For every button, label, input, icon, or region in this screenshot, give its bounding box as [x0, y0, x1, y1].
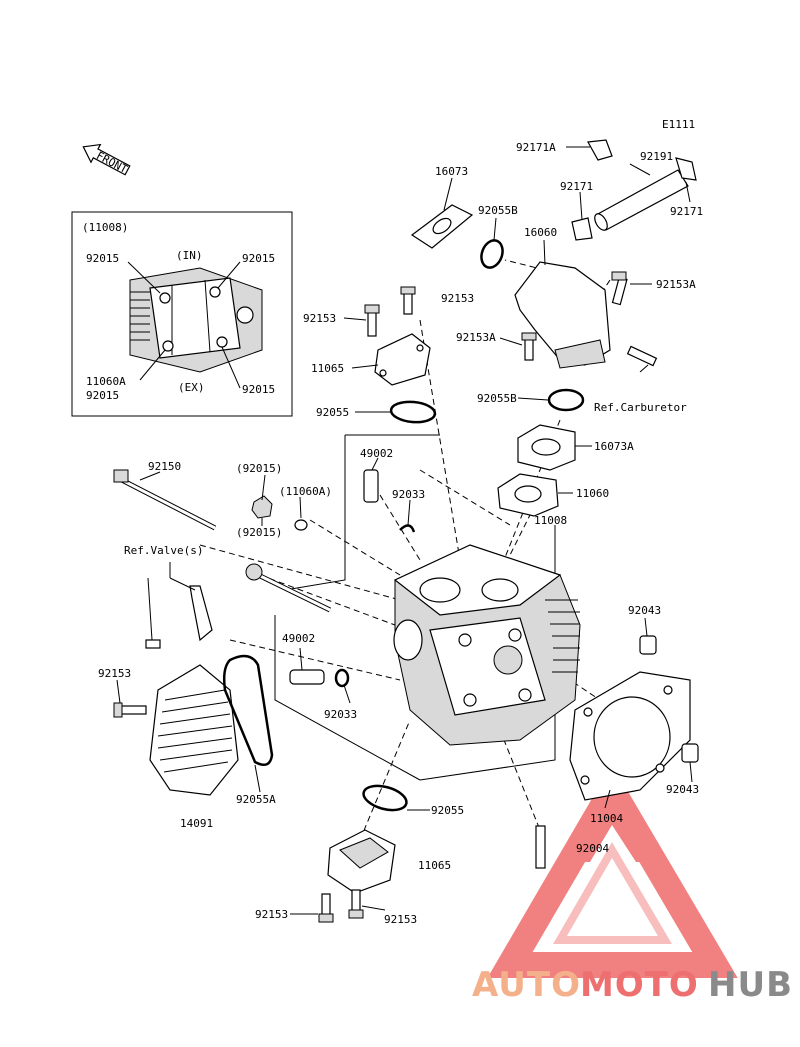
label-92150: 92150 — [148, 460, 181, 473]
inset-label-11060a: 11060A — [86, 375, 126, 388]
stud-92150 — [113, 469, 217, 531]
label-92043-low: 92043 — [666, 783, 699, 796]
bracket-ref-valve — [189, 585, 213, 642]
label-16073a: 16073A — [594, 440, 634, 453]
label-ref-carburetor: Ref.Carburetor — [594, 401, 687, 414]
bolt-92153-lower-left — [113, 702, 147, 718]
label-16060: 16060 — [524, 226, 557, 239]
watermark-text: AUTO MOTO HUB — [472, 965, 793, 1005]
label-92191: 92191 — [640, 150, 673, 163]
oring-92055-top — [389, 400, 437, 424]
clip-92033-low — [334, 668, 350, 688]
label-92153a-mid: 92153A — [456, 331, 496, 344]
guide-49002-top — [363, 469, 379, 503]
clamp-92171-left — [571, 217, 593, 241]
label-11008: 11008 — [534, 514, 567, 527]
cover-11065-low — [327, 829, 396, 894]
clamp-92171a — [587, 139, 613, 161]
label-14091: 14091 — [180, 817, 213, 830]
inset-label-92015-tl: 92015 — [86, 252, 119, 265]
inset-in-label: (IN) — [176, 249, 203, 262]
leader-lines — [116, 146, 693, 915]
label-92055b-low: 92055B — [477, 392, 517, 405]
bolt-small-left — [145, 639, 161, 649]
bolt-92153-bottom-right — [348, 889, 364, 919]
inset-box: (11008) (IN) (EX) 92015 92015 11060A 920… — [71, 211, 293, 417]
label-92153-bottom-left: 92153 — [255, 908, 288, 921]
gasket-92055a — [222, 654, 274, 767]
part-labels: 92171A 92191 92171 92171 16073 92055B 16… — [98, 141, 703, 926]
label-92043-top: 92043 — [628, 604, 661, 617]
cover-11065-top — [374, 333, 431, 386]
label-92055-top: 92055 — [316, 406, 349, 419]
watermark-logo — [487, 764, 738, 978]
label-92153-bottom-right: 92153 — [384, 913, 417, 926]
dowel-92043-low — [681, 743, 699, 763]
label-92033-top: 92033 — [392, 488, 425, 501]
dowel-92043-top — [639, 635, 657, 655]
label-11065-top: 11065 — [311, 362, 344, 375]
gasket-11004 — [569, 671, 691, 801]
watermark-hub: HUB — [708, 965, 793, 1005]
stud-mid-left — [245, 563, 332, 613]
insulator-11060 — [497, 473, 559, 517]
bolt-92153a-right — [611, 271, 628, 306]
label-92153-mid: 92153 — [441, 292, 474, 305]
head-cover-14091 — [149, 664, 239, 796]
watermark-triangle-icon — [487, 764, 738, 978]
label-49002-top: 49002 — [360, 447, 393, 460]
bolt-92153a-mid — [521, 332, 537, 361]
label-11065-low: 11065 — [418, 859, 451, 872]
oring-92055b-top — [480, 239, 504, 269]
label-92055b-top: 92055B — [478, 204, 518, 217]
inset-head-drawing — [127, 261, 263, 389]
inset-label-92015-bl: 92015 — [86, 389, 119, 402]
clamp-92171-right — [675, 157, 697, 181]
clip-92033-top — [399, 524, 416, 533]
bolt-92153-bottom-left — [318, 893, 334, 923]
hose-92191 — [594, 169, 689, 231]
nut-92015 — [251, 495, 273, 519]
watermark-moto: MOTO — [580, 965, 699, 1005]
watermark-auto: AUTO — [472, 965, 581, 1005]
bolt-92153-left — [364, 304, 380, 337]
label-92171-right: 92171 — [670, 205, 703, 218]
label-92153-lower-left: 92153 — [98, 667, 131, 680]
guide-49002-low — [289, 669, 325, 685]
label-16073: 16073 — [435, 165, 468, 178]
insulator-16073 — [410, 204, 474, 249]
gasket-16073a — [517, 424, 576, 471]
label-92171a: 92171A — [516, 141, 556, 154]
label-11004: 11004 — [590, 812, 623, 825]
stud-92004 — [535, 825, 546, 869]
label-ref-valves: Ref.Valve(s) — [124, 544, 203, 557]
bolt-92153-mid — [400, 286, 416, 315]
washer-11060a — [294, 519, 308, 531]
label-92004: 92004 — [576, 842, 609, 855]
label-92153-left: 92153 — [303, 312, 336, 325]
intake-pipe-16060 — [514, 261, 611, 369]
inset-label-92015-br: 92015 — [242, 383, 275, 396]
label-11060a-paren: (11060A) — [279, 485, 332, 498]
label-92153a-right: 92153A — [656, 278, 696, 291]
label-92171-left: 92171 — [560, 180, 593, 193]
label-92033-low: 92033 — [324, 708, 357, 721]
inset-ex-label: (EX) — [178, 381, 205, 394]
label-92055a: 92055A — [236, 793, 276, 806]
label-11060: 11060 — [576, 487, 609, 500]
inset-title: (11008) — [82, 221, 128, 234]
label-92055-low: 92055 — [431, 804, 464, 817]
label-49002-low: 49002 — [282, 632, 315, 645]
diagram-code: E1111 — [662, 118, 695, 131]
stud-ref-carburetor — [626, 345, 658, 367]
label-92015-paren-low: (92015) — [236, 526, 282, 539]
label-92015-paren-top: (92015) — [236, 462, 282, 475]
inset-label-92015-tr: 92015 — [242, 252, 275, 265]
cylinder-head-11008 — [393, 544, 581, 746]
oring-92055b-low — [547, 388, 585, 412]
front-arrow-label: FRONT — [94, 149, 130, 176]
oring-92055-low — [362, 784, 408, 812]
front-arrow-icon: FRONT — [82, 143, 131, 176]
